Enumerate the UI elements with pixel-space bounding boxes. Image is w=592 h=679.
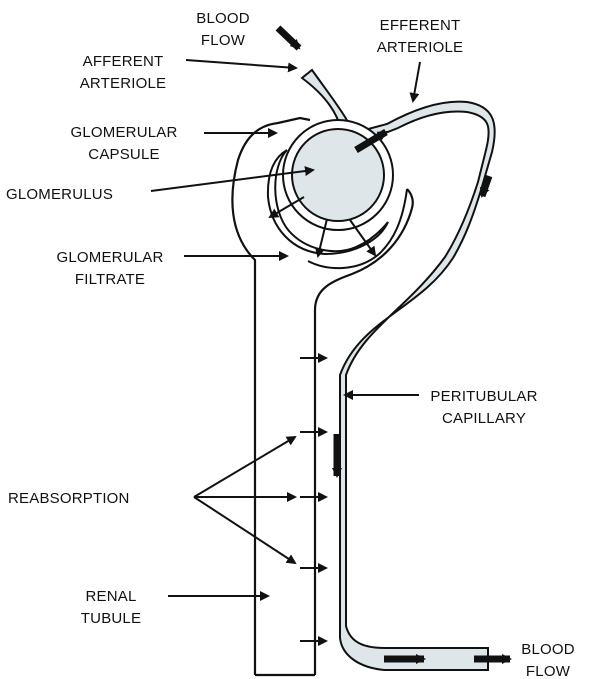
reabsorption-pointer-top xyxy=(194,437,295,497)
blood-flow-in-label-line-1: BLOOD xyxy=(196,10,250,27)
blood-flow-in-label-line-2: FLOW xyxy=(201,32,246,49)
glomerulus-label: GLOMERULUS xyxy=(6,186,113,203)
peritubular-capillary-label-line-1: PERITUBULAR xyxy=(430,388,537,405)
blood-flow-out-label-line-2: FLOW xyxy=(526,663,571,679)
afferent-arteriole-label-line-2: ARTERIOLE xyxy=(80,75,167,92)
glomerular-capsule-label-line-2: CAPSULE xyxy=(88,146,159,163)
reabsorption-arrows xyxy=(300,358,326,641)
renal-tubule-label-line-2: TUBULE xyxy=(81,610,141,627)
glomerular-filtrate-label-line-2: FILTRATE xyxy=(75,271,145,288)
efferent-arteriole-pointer xyxy=(413,62,420,101)
reabsorption-pointer-bottom xyxy=(194,497,295,563)
glomerular-filtrate-label-line-1: GLOMERULAR xyxy=(56,249,163,266)
peritubular-capillary-label-line-2: CAPILLARY xyxy=(442,410,526,427)
efferent-arteriole-label-line-1: EFFERENT xyxy=(380,17,461,34)
afferent-arteriole-label-line-1: AFFERENT xyxy=(83,53,164,70)
diagram-labels: BLOOD FLOW AFFERENT ARTERIOLE EFFERENT A… xyxy=(6,10,575,679)
blood-flow-in-arrow xyxy=(278,28,299,48)
blood-flow-out-label-line-1: BLOOD xyxy=(521,641,575,658)
glomerular-capsule-label-line-1: GLOMERULAR xyxy=(70,124,177,141)
afferent-arteriole-pointer xyxy=(186,60,296,68)
efferent-arteriole-label-line-2: ARTERIOLE xyxy=(377,39,464,56)
reabsorption-label: REABSORPTION xyxy=(8,490,130,507)
renal-tubule-label-line-1: RENAL xyxy=(85,588,136,605)
